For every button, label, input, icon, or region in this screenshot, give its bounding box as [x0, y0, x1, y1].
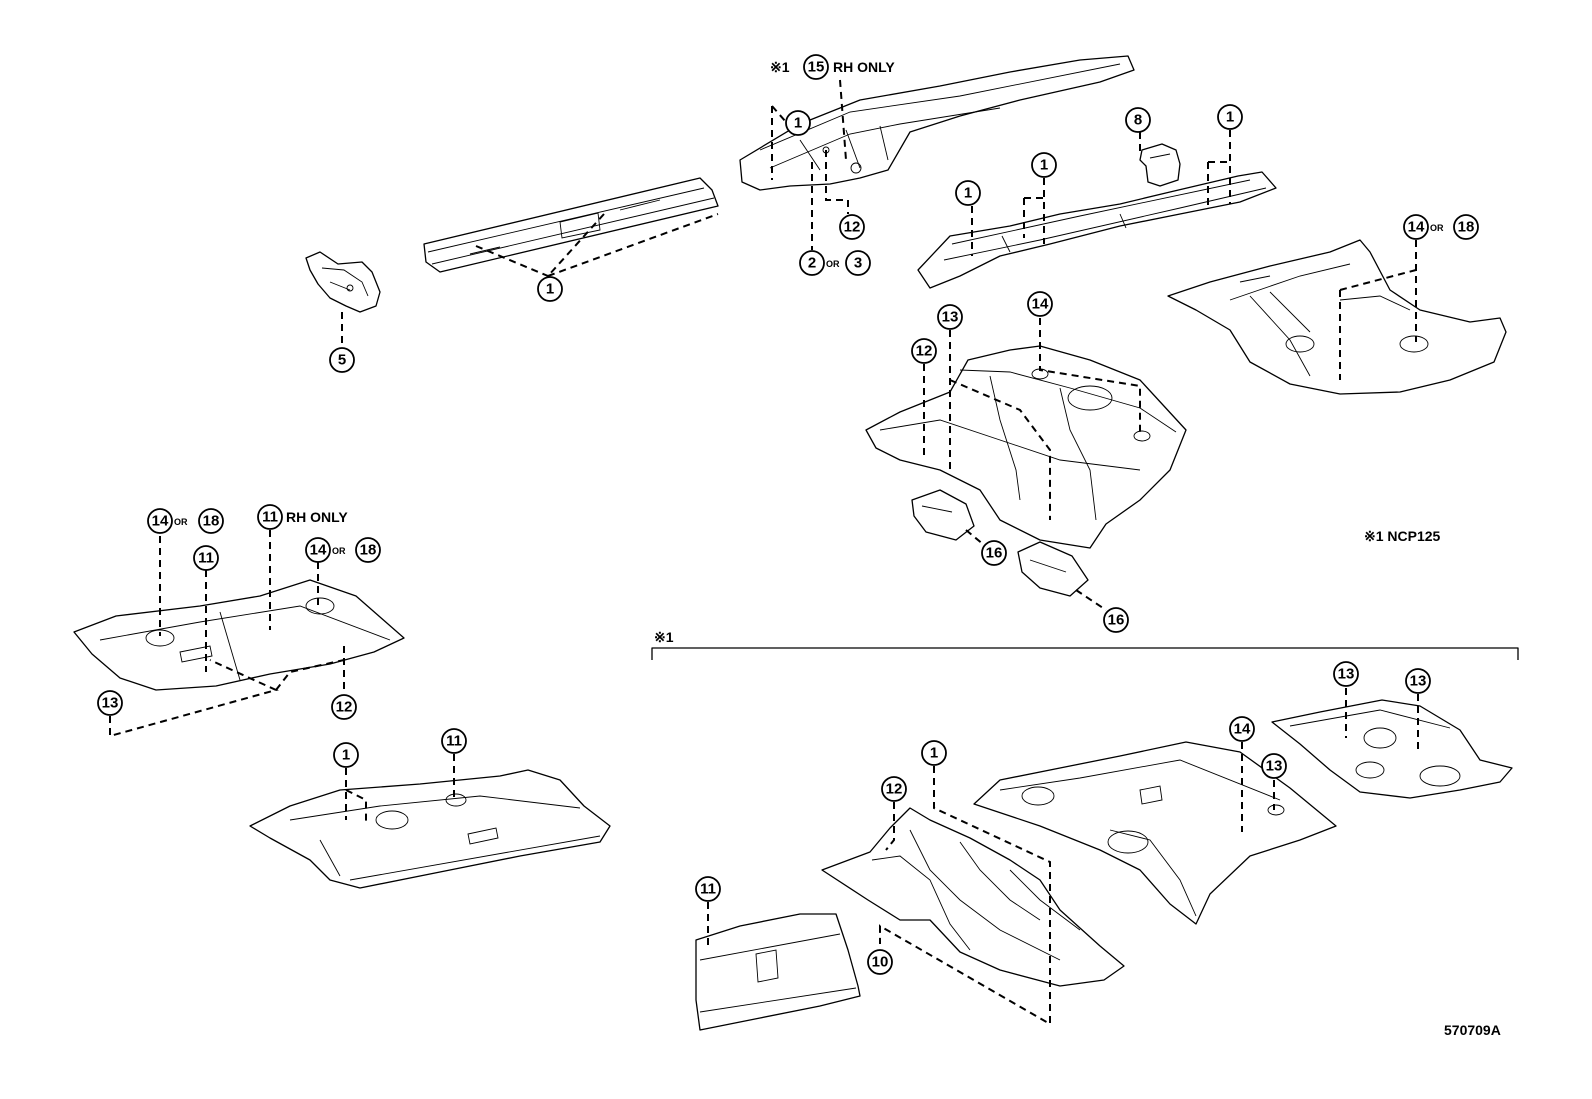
svg-text:1: 1: [930, 745, 938, 762]
ncp125-bracket: [651, 647, 1519, 660]
svg-text:1: 1: [794, 115, 802, 132]
svg-text:15: 15: [808, 59, 825, 76]
svg-text:14: 14: [152, 513, 169, 530]
callout-13-ncp-c: 13: [1405, 668, 1431, 694]
svg-text:11: 11: [262, 509, 278, 526]
callout-1-member: 1: [785, 110, 811, 136]
callout-1-rocker-c: 1: [1217, 104, 1243, 130]
svg-text:OR: OR: [174, 517, 188, 527]
part-bracket-5: [305, 251, 381, 313]
callout-13-front: 13: [937, 304, 963, 330]
ncp125-mark: ※1: [654, 629, 674, 645]
svg-text:11: 11: [198, 550, 214, 567]
part-rear-floor-pan: [1167, 239, 1507, 395]
part-ncp125-floor-11: [695, 913, 861, 1031]
callout-8: 8: [1125, 107, 1151, 133]
part-bracket-8: [1139, 143, 1181, 187]
leader-lines: [109, 79, 1419, 1026]
part-rail-1: [423, 177, 719, 273]
callout-14-or-18-left-b: 14 OR 18: [305, 537, 381, 563]
svg-text:1: 1: [546, 281, 554, 298]
svg-text:OR: OR: [1430, 223, 1444, 233]
callout-1-rocker-a: 1: [955, 180, 981, 206]
callout-11-left-front: 11: [441, 728, 467, 754]
svg-text:OR: OR: [826, 259, 840, 269]
figure-code: 570709A: [1444, 1022, 1501, 1038]
callout-14-front: 14: [1027, 291, 1053, 317]
part-rear-floor-left: [73, 579, 405, 691]
callout-12-member: 12: [839, 214, 865, 240]
svg-text:2: 2: [808, 255, 816, 272]
callout-12-left: 12: [331, 694, 357, 720]
svg-text:18: 18: [203, 513, 220, 530]
svg-text:14: 14: [1032, 296, 1049, 313]
callout-13-ncp-b: 13: [1333, 661, 1359, 687]
svg-text:14: 14: [1408, 219, 1425, 236]
svg-text:RH ONLY: RH ONLY: [286, 509, 348, 525]
part-reinforcement-16a: [911, 489, 975, 541]
svg-text:18: 18: [1458, 219, 1475, 236]
svg-text:14: 14: [1234, 721, 1251, 738]
svg-text:12: 12: [916, 343, 933, 360]
callout-14-or-18-left-a: 14 OR 18: [147, 508, 224, 534]
svg-text:13: 13: [942, 309, 959, 326]
svg-text:13: 13: [1266, 758, 1283, 775]
part-ncp125-center-floor: [973, 741, 1337, 925]
svg-text:11: 11: [700, 881, 716, 898]
callout-13-ncp-a: 13: [1261, 753, 1287, 779]
svg-text:OR: OR: [332, 546, 346, 556]
svg-text:3: 3: [854, 255, 862, 272]
callout-11-rh-only: 11 RH ONLY: [257, 504, 348, 530]
part-ncp125-rear-floor: [1271, 699, 1513, 799]
callout-1-rail: 1: [537, 276, 563, 302]
callout-11-left: 11: [193, 545, 219, 571]
callout-5: 5: [329, 347, 355, 373]
callout-10-ncp: 10: [867, 949, 893, 975]
svg-text:14: 14: [310, 542, 327, 559]
svg-text:13: 13: [102, 695, 119, 712]
svg-text:10: 10: [872, 954, 889, 971]
callout-13-left: 13: [97, 690, 123, 716]
svg-text:13: 13: [1410, 673, 1427, 690]
legend-ncp125: ※1 NCP125: [1364, 528, 1441, 544]
svg-text:12: 12: [844, 219, 861, 236]
svg-text:1: 1: [964, 185, 972, 202]
svg-text:RH ONLY: RH ONLY: [833, 59, 895, 75]
callout-1-ncp: 1: [921, 740, 947, 766]
part-front-floor-pan: [865, 345, 1187, 549]
callout-2-or-3: 2 OR 3: [799, 250, 871, 276]
callout-12-front: 12: [911, 338, 937, 364]
svg-text:1: 1: [1040, 157, 1048, 174]
svg-text:11: 11: [446, 733, 462, 750]
callout-14-ncp: 14: [1229, 716, 1255, 742]
callout-14-or-18-rear: 14 OR 18: [1403, 214, 1479, 240]
callout-16-a: 16: [981, 540, 1007, 566]
svg-text:16: 16: [986, 545, 1003, 562]
svg-text:12: 12: [886, 781, 903, 798]
callout-16-b: 16: [1103, 607, 1129, 633]
part-ncp125-tunnel: [821, 807, 1125, 987]
svg-text:12: 12: [336, 699, 353, 716]
svg-text:8: 8: [1134, 112, 1142, 129]
svg-text:16: 16: [1108, 612, 1125, 629]
svg-text:5: 5: [338, 352, 346, 369]
svg-text:1: 1: [1226, 109, 1234, 126]
svg-text:1: 1: [342, 747, 350, 764]
note-15-rh-only: ※1 15 RH ONLY: [770, 54, 895, 80]
part-reinforcement-16b: [1017, 541, 1089, 597]
svg-text:13: 13: [1338, 666, 1355, 683]
svg-text:※1: ※1: [770, 59, 790, 75]
callout-1-rocker-b: 1: [1031, 152, 1057, 178]
svg-text:18: 18: [360, 542, 377, 559]
callout-1-left-front: 1: [333, 742, 359, 768]
callout-11-ncp: 11: [695, 876, 721, 902]
part-front-floor-left: [249, 769, 611, 889]
callout-12-ncp: 12: [881, 776, 907, 802]
